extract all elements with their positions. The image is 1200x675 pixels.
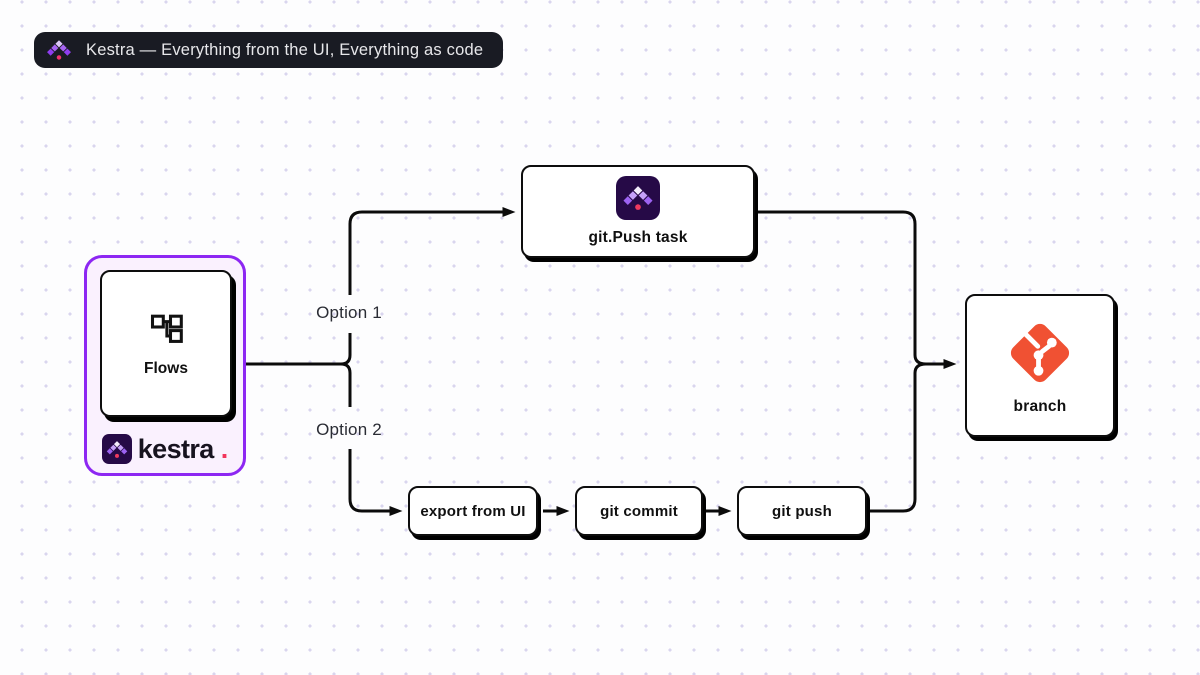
git-commit-label: git commit [600, 502, 678, 520]
export-from-ui-label: export from UI [420, 502, 526, 520]
edge-gitpush-to-merge [867, 362, 927, 513]
git-push-label: git push [772, 502, 832, 520]
export-from-ui-node: export from UI [408, 486, 538, 536]
kestra-diamonds-icon [623, 186, 653, 210]
edge-gitpushtask-to-merge [755, 210, 927, 366]
branch-label: branch [1013, 397, 1067, 415]
kestra-logo-icon [47, 40, 71, 60]
kestra-wordmark: kestra [137, 433, 215, 464]
flows-group-node: Flows kestra. [84, 255, 246, 476]
kestra-task-icon [616, 176, 660, 220]
flows-label: Flows [144, 360, 188, 377]
badge-label: Kestra — Everything from the UI, Everyth… [86, 40, 484, 59]
edge-junction-down [340, 362, 352, 407]
edge-option2-to-export [348, 449, 403, 516]
git-push-task-node: git.Push task [521, 165, 755, 258]
git-commit-node: git commit [575, 486, 703, 536]
kestra-logo: kestra. [87, 426, 243, 472]
option2-label: Option 2 [316, 420, 382, 439]
kestra-wordmark-dot: . [220, 433, 229, 464]
flow-icon [150, 314, 183, 343]
edge-junction-up [340, 333, 352, 366]
kestra-diamonds-icon [106, 440, 128, 458]
option1-label: Option 1 [316, 303, 382, 322]
flows-node: Flows [100, 270, 232, 417]
edge-option1-to-gitpushtask [348, 207, 516, 295]
git-push-task-label: git.Push task [588, 229, 688, 246]
kestra-icon [101, 434, 132, 464]
branch-node: branch [965, 294, 1115, 437]
kestra-badge: Kestra — Everything from the UI, Everyth… [34, 32, 504, 68]
git-push-node: git push [737, 486, 867, 536]
git-branch-icon [1010, 323, 1070, 382]
